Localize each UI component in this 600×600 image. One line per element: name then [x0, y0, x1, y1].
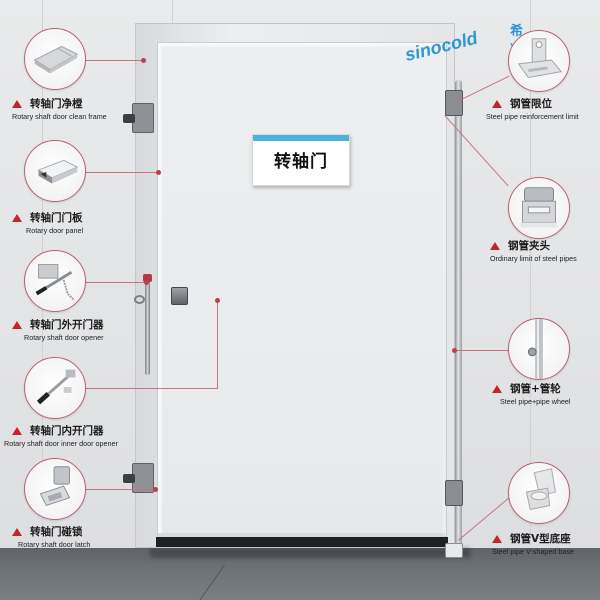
callout-dot — [452, 348, 457, 353]
triangle-icon — [12, 527, 22, 536]
callout-line — [84, 489, 156, 490]
label-cn: 钢管限位 — [510, 98, 552, 110]
callout-line — [84, 172, 159, 173]
triangle-icon — [490, 241, 500, 250]
callout-label-door-panel: 转轴门门板 Rotary door panel — [12, 210, 83, 235]
label-en: Rotary shaft door clean frame — [12, 112, 107, 121]
door-sign-text: 转轴门 — [274, 152, 328, 172]
triangle-icon — [492, 99, 502, 108]
triangle-icon — [492, 534, 502, 543]
callout-label-inner-opener: 转轴门内开门器 Rotary shaft door inner door ope… — [4, 423, 118, 448]
door-panel-icon — [24, 140, 86, 202]
callout-label-v-base: 钢管V型底座 Steel pipe V-shaped base — [492, 531, 574, 556]
outer-opener-rod — [145, 280, 150, 375]
clean-frame-icon — [24, 28, 86, 90]
wall-seam — [530, 0, 531, 545]
door-sweep-seal — [156, 537, 448, 547]
callout-label-pipe-wheel: 钢管+管轮 Steel pipe+pipe wheel — [492, 381, 571, 406]
callout-label-outer-opener: 转轴门外开门器 Rotary shaft door opener — [12, 317, 104, 342]
door-latch-icon — [24, 458, 86, 520]
door-shadow — [150, 548, 470, 558]
label-en: Steel pipe+pipe wheel — [500, 397, 571, 406]
v-base-icon — [508, 462, 570, 524]
label-cn: 转轴门碰锁 — [30, 526, 83, 538]
door-sign-bar — [253, 135, 349, 141]
label-cn: 转轴门内开门器 — [30, 425, 104, 437]
triangle-icon — [492, 384, 502, 393]
door-sign: 转轴门 — [252, 134, 350, 186]
callout-line — [455, 350, 515, 351]
triangle-icon — [12, 99, 22, 108]
label-en: Rotary shaft door opener — [24, 333, 104, 342]
outer-opener-icon — [24, 250, 86, 312]
inner-opener-icon — [24, 357, 86, 419]
callout-dot — [215, 298, 220, 303]
callout-dot — [156, 170, 161, 175]
pipe-wheel-icon — [508, 318, 570, 380]
latch-top-hardware — [123, 103, 154, 133]
floor — [0, 548, 600, 600]
label-cn: 钢管夹头 — [508, 240, 550, 252]
label-en: Rotary shaft door latch — [18, 540, 91, 549]
callout-label-clean-frame: 转轴门净樘 Rotary shaft door clean frame — [12, 96, 107, 121]
triangle-icon — [12, 213, 22, 222]
door-bottom-edge — [158, 533, 445, 538]
label-cn: 转轴门外开门器 — [30, 319, 104, 331]
callout-label-door-latch: 转轴门碰锁 Rotary shaft door latch — [12, 524, 90, 549]
pipe-limit-bracket-icon — [508, 30, 570, 92]
triangle-icon — [12, 320, 22, 329]
label-en: Rotary door panel — [26, 226, 84, 235]
callout-dot — [153, 487, 158, 492]
label-en: Rotary shaft door inner door opener — [4, 439, 118, 448]
label-cn: 钢管+管轮 — [510, 383, 561, 395]
label-cn: 钢管V型底座 — [510, 533, 571, 545]
callout-line — [84, 282, 146, 283]
label-cn: 转轴门门板 — [30, 212, 83, 224]
callout-label-pipe-limit: 钢管限位 Steel pipe reinforcement limit — [486, 96, 579, 121]
triangle-icon — [12, 426, 22, 435]
callout-label-pipe-clamp: 钢管夹头 Ordinary limit of steel pipes — [490, 238, 577, 263]
callout-line — [217, 300, 218, 389]
steel-pipe — [455, 80, 462, 550]
outer-opener-ring — [134, 295, 145, 304]
pipe-limit-bracket — [445, 90, 463, 116]
label-en: Steel pipe V-shaped base — [492, 547, 574, 556]
inner-opener-handle — [171, 287, 188, 305]
callout-line — [84, 60, 144, 61]
pipe-lower-clamp — [445, 480, 463, 506]
label-en: Ordinary limit of steel pipes — [490, 254, 577, 263]
label-en: Steel pipe reinforcement limit — [486, 112, 579, 121]
brand-logo: sinocold 希冷 — [403, 24, 523, 66]
outer-opener-head — [143, 274, 152, 282]
callout-dot — [141, 58, 146, 63]
pipe-clamp-icon — [508, 177, 570, 239]
label-cn: 转轴门净樘 — [30, 98, 83, 110]
callout-line — [84, 388, 217, 389]
callout-dot — [144, 280, 149, 285]
door-panel — [160, 45, 442, 533]
pipe-v-base — [445, 543, 463, 558]
latch-bottom-hardware — [123, 463, 154, 493]
